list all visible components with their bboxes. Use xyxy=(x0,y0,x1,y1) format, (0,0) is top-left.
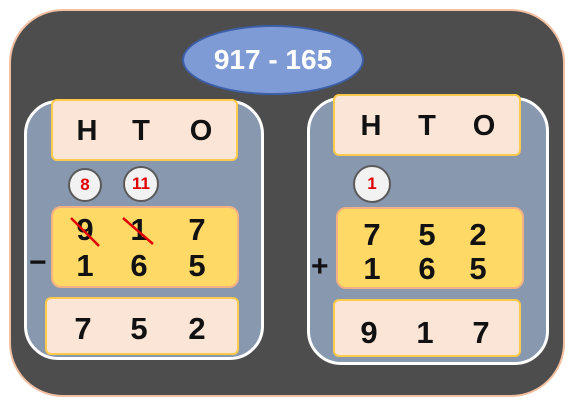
left-result-box: 7 5 2 xyxy=(45,297,239,355)
problem-title: 917 - 165 xyxy=(182,25,364,95)
left-top-tens: 1 xyxy=(130,212,148,247)
right-header-ones: O xyxy=(472,110,496,142)
right-header-tens: T xyxy=(418,110,436,142)
left-place-value-header: H T O xyxy=(51,99,238,161)
right-digits-box: 7 5 2 1 6 5 xyxy=(336,207,524,289)
left-result-hundreds: 7 xyxy=(74,311,92,346)
left-bottom-hundreds: 1 xyxy=(76,248,94,283)
right-result-hundreds: 9 xyxy=(360,315,378,350)
left-header-hundreds: H xyxy=(76,115,98,147)
left-bottom-tens: 6 xyxy=(130,248,148,283)
left-result-tens: 5 xyxy=(130,311,148,346)
right-top-tens: 5 xyxy=(418,217,436,252)
right-result-ones: 7 xyxy=(472,315,490,350)
right-place-value-header: H T O xyxy=(333,94,521,156)
right-bottom-hundreds: 1 xyxy=(363,251,381,286)
left-bottom-ones: 5 xyxy=(188,248,206,283)
left-top-hundreds: 9 xyxy=(76,212,94,247)
right-bottom-tens: 6 xyxy=(418,251,436,286)
right-top-ones: 2 xyxy=(469,217,487,252)
right-bottom-ones: 5 xyxy=(469,251,487,286)
left-borrow-tens: 11 xyxy=(123,166,159,202)
left-header-ones: O xyxy=(189,115,213,147)
right-header-hundreds: H xyxy=(360,110,382,142)
plus-operator: + xyxy=(311,250,329,283)
left-borrow-hundreds: 8 xyxy=(68,168,102,202)
right-carry-hundreds: 1 xyxy=(353,165,391,203)
minus-operator: − xyxy=(29,246,47,279)
right-result-tens: 1 xyxy=(416,315,434,350)
left-header-tens: T xyxy=(132,115,150,147)
left-result-ones: 2 xyxy=(188,311,206,346)
left-digits-box: 9 1 7 1 6 5 xyxy=(51,206,239,288)
right-result-box: 9 1 7 xyxy=(333,299,521,357)
right-top-hundreds: 7 xyxy=(363,217,381,252)
left-top-ones: 7 xyxy=(188,212,206,247)
